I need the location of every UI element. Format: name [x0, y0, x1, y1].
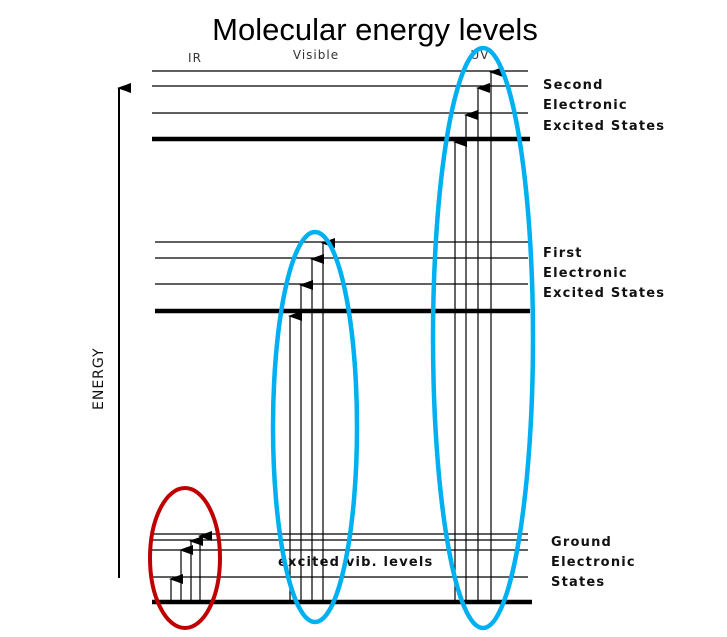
uv-highlight-ellipse [430, 45, 536, 631]
svg-text:Electronic: Electronic [543, 266, 628, 281]
visible-transition-arrows [288, 238, 335, 602]
diagram-title: Molecular energy levels [212, 12, 538, 47]
svg-text:Electronic: Electronic [551, 555, 636, 570]
energy-axis-label: ENERGY [91, 347, 107, 410]
svg-text:Excited States: Excited States [543, 286, 665, 301]
visible-highlight-ellipse [270, 229, 360, 625]
second-excited-levels [152, 70, 530, 142]
svg-text:Excited States: Excited States [543, 119, 665, 134]
svg-text:Ground: Ground [551, 535, 612, 550]
svg-text:Second: Second [543, 78, 604, 93]
ir-highlight-ellipse [148, 486, 222, 630]
svg-text:States: States [551, 575, 605, 590]
svg-text:Electronic: Electronic [543, 98, 628, 113]
band-label-ir: IR [188, 51, 202, 65]
svg-text:First: First [543, 246, 583, 261]
band-label-visible: Visible [293, 48, 339, 62]
ground-state-label: Ground Electronic States [551, 535, 636, 590]
first-excited-label: First Electronic Excited States [543, 246, 665, 301]
ir-transition-arrows [169, 531, 212, 602]
ground-levels [152, 533, 532, 605]
excited-vib-levels-label: excited vib. levels [278, 555, 434, 570]
second-excited-label: Second Electronic Excited States [543, 78, 665, 134]
uv-transition-arrows [453, 67, 503, 602]
